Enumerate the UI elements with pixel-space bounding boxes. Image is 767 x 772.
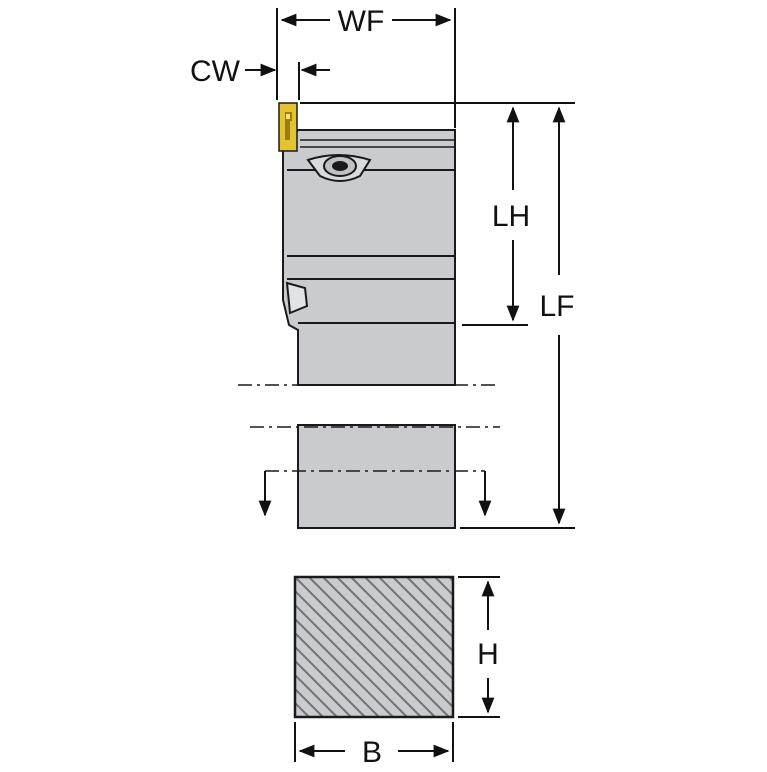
hatch-line	[295, 589, 422, 717]
hatch-line	[434, 577, 453, 597]
label-cw: CW	[190, 55, 241, 88]
hatch-line	[364, 577, 453, 667]
clamp-screw-icon	[306, 154, 372, 182]
cross-section	[293, 575, 729, 719]
hatch-line	[420, 577, 453, 611]
label-lh: LH	[492, 200, 530, 233]
tool-head	[282, 129, 456, 386]
hatch-line	[589, 577, 729, 717]
dimensions	[245, 8, 575, 762]
hatch-line	[575, 577, 715, 717]
hatch-line	[336, 577, 453, 695]
hatch-line	[448, 577, 453, 583]
hatch-line	[378, 577, 453, 653]
hatch-line	[392, 577, 453, 639]
hatch-line	[295, 631, 380, 717]
hatch-line	[295, 659, 352, 717]
hatch-line	[295, 617, 394, 717]
tool-body	[238, 102, 500, 529]
hatch-line	[308, 577, 450, 717]
hatch-line	[322, 577, 453, 709]
hatch-line	[519, 577, 659, 717]
hatch-line	[295, 645, 366, 717]
tool-shank-lower	[297, 424, 456, 529]
label-b: B	[362, 736, 382, 767]
label-lf: LF	[539, 290, 574, 323]
hatch-line	[547, 577, 687, 717]
hatch-line	[505, 577, 645, 717]
hatch-line	[350, 577, 453, 681]
hatch-line	[406, 577, 453, 625]
hatch-line	[533, 577, 673, 717]
label-wf: WF	[338, 5, 385, 38]
hatch-line	[295, 603, 408, 717]
hatch-line	[561, 577, 701, 717]
clamp-notch	[285, 281, 309, 315]
hatch-line	[295, 701, 310, 717]
cutting-insert	[278, 102, 298, 152]
hatch-line	[295, 673, 338, 717]
hatch-line	[295, 687, 324, 717]
hatch-line	[295, 577, 436, 717]
hatch-line	[295, 715, 296, 717]
hatch-line	[491, 577, 631, 717]
label-h: H	[477, 638, 499, 671]
section-cut-line	[258, 470, 492, 517]
